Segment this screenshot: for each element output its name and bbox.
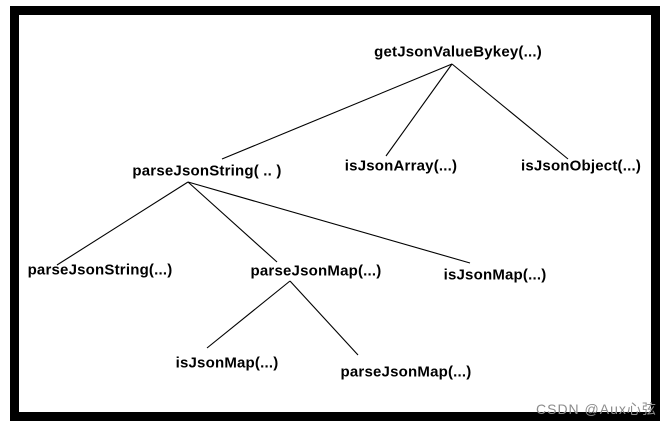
watermark: CSDN @Aux心弦 — [536, 401, 657, 417]
tree-node-parse-json-map-l3: parseJsonMap(...) — [250, 262, 382, 280]
edge-parse-json-string-l2-to-parse-json-string-l3 — [56, 181, 189, 266]
tree-node-parse-json-string-l3: parseJsonString(...) — [27, 261, 173, 279]
tree-node-is-json-object: isJsonObject(...) — [520, 157, 642, 175]
tree-node-get-json-value-bykey: getJsonValueBykey(...) — [374, 43, 542, 61]
edge-parse-json-map-l3-to-parse-json-map-l4 — [289, 280, 359, 356]
edge-get-json-value-bykey-to-is-json-array — [385, 63, 453, 157]
tree-node-is-json-map-l3: isJsonMap(...) — [443, 266, 547, 284]
tree-node-parse-json-map-l4: parseJsonMap(...) — [340, 363, 472, 381]
edge-get-json-value-bykey-to-parse-json-string-l2 — [221, 63, 453, 160]
edge-parse-json-string-l2-to-parse-json-map-l3 — [187, 181, 278, 263]
edge-parse-json-string-l2-to-is-json-map-l3 — [187, 181, 471, 264]
tree-node-is-json-map-l4: isJsonMap(...) — [175, 354, 279, 372]
tree-node-parse-json-string-l2: parseJsonString( .. ) — [132, 162, 282, 180]
edge-get-json-value-bykey-to-is-json-object — [451, 63, 569, 160]
tree-node-is-json-array: isJsonArray(...) — [344, 157, 458, 175]
edge-parse-json-map-l3-to-is-json-map-l4 — [206, 280, 291, 349]
